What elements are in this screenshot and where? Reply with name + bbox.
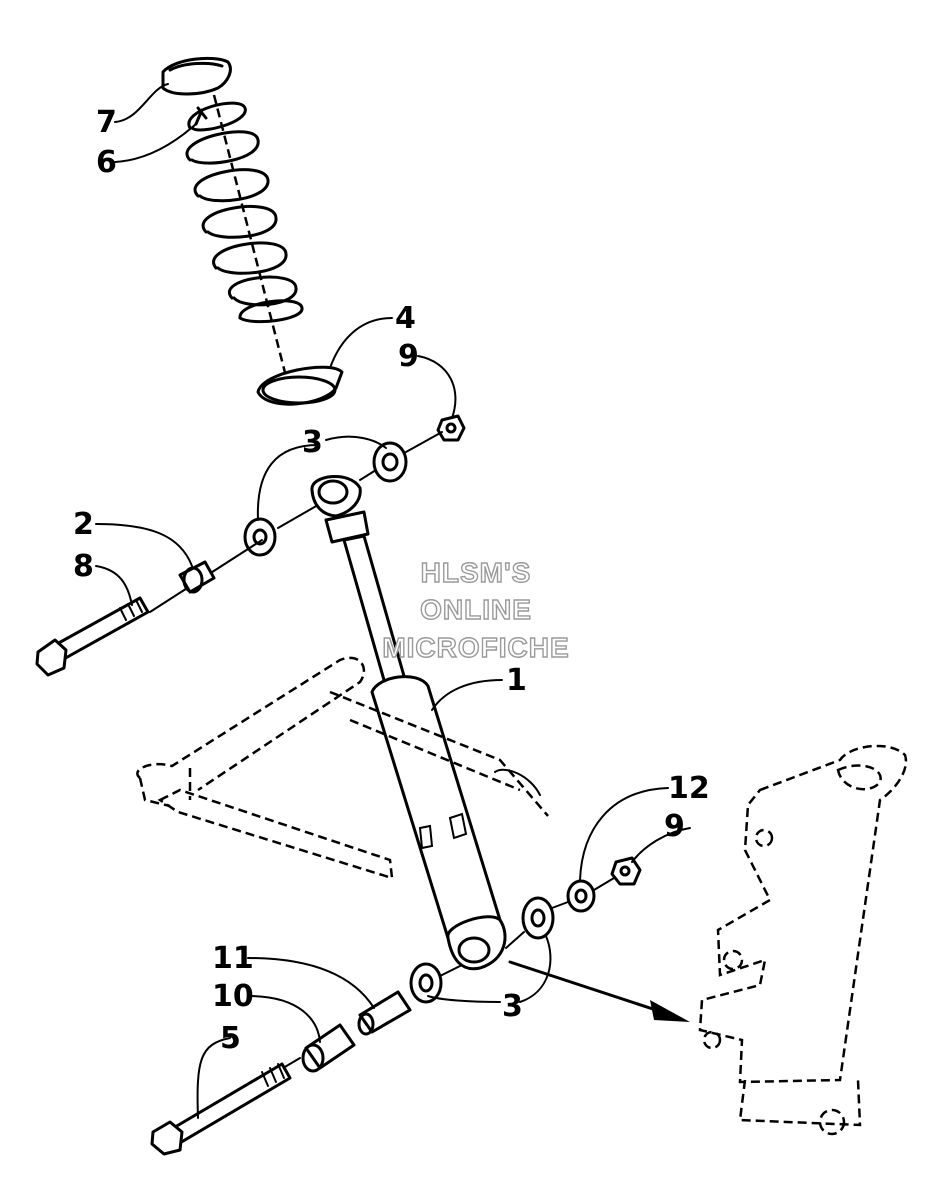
callout-9-upper: 9 bbox=[398, 339, 419, 374]
watermark-line-3: MICROFICHE bbox=[382, 632, 569, 663]
direction-arrow bbox=[508, 960, 690, 1022]
watermark-line-1: HLSM'S bbox=[421, 557, 532, 588]
upper-bolt-part-8 bbox=[35, 596, 150, 677]
steering-knuckle bbox=[698, 744, 908, 1136]
callout-7: 7 bbox=[96, 105, 117, 140]
coil-spring bbox=[185, 101, 304, 324]
watermark-line-2: ONLINE bbox=[420, 594, 532, 625]
spring-seat-part-4 bbox=[256, 365, 344, 406]
callout-10: 10 bbox=[212, 979, 254, 1014]
sleeve-part-10 bbox=[301, 1023, 356, 1073]
spring-axis-line bbox=[212, 94, 294, 401]
callout-3-upper: 3 bbox=[302, 425, 323, 460]
spacer-part-2 bbox=[178, 560, 216, 594]
callout-1: 1 bbox=[506, 663, 527, 698]
spacer-part-11 bbox=[357, 990, 412, 1036]
callout-6: 6 bbox=[96, 145, 117, 180]
lower-nut-part-9 bbox=[610, 856, 642, 886]
callout-12: 12 bbox=[668, 771, 710, 806]
callout-3-lower: 3 bbox=[502, 989, 523, 1024]
spring-clip-part-6 bbox=[194, 106, 208, 126]
callout-8: 8 bbox=[73, 549, 94, 584]
callout-4: 4 bbox=[395, 301, 416, 336]
upper-bushing-left-part-3 bbox=[243, 517, 277, 557]
lower-bolt-part-5 bbox=[150, 1062, 292, 1156]
callout-9-lower: 9 bbox=[664, 809, 685, 844]
watermark: HLSM'S ONLINE MICROFICHE bbox=[382, 556, 570, 663]
upper-bushing-part-3 bbox=[372, 441, 408, 483]
callout-2: 2 bbox=[73, 507, 94, 542]
lower-washer-part-12 bbox=[566, 879, 596, 913]
spring-retainer-part-7 bbox=[161, 56, 232, 96]
lower-bushing-left-part-3 bbox=[409, 962, 443, 1004]
lower-bushing-right-part-3 bbox=[521, 896, 555, 940]
callout-leader-lines bbox=[95, 83, 691, 1119]
callout-5: 5 bbox=[220, 1021, 241, 1056]
upper-nut-part-9 bbox=[436, 414, 466, 442]
callout-11: 11 bbox=[212, 941, 254, 976]
lower-a-arm bbox=[136, 656, 549, 880]
